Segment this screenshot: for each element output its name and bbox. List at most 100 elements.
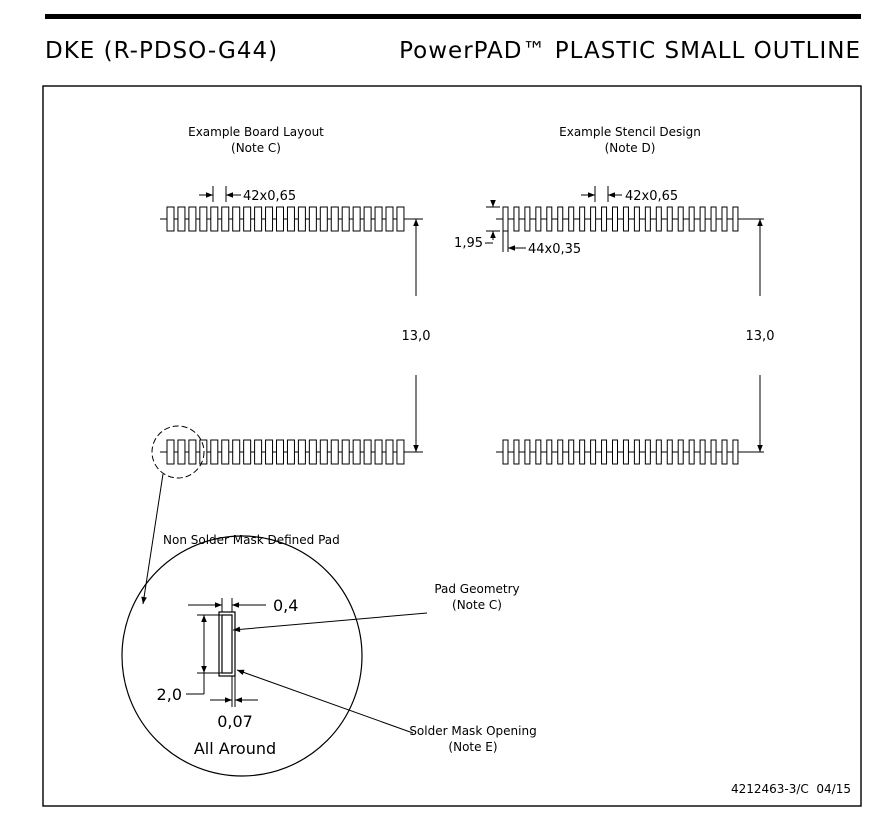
stencil-aperture bbox=[557, 439, 564, 465]
detail-height-label: 2,0 bbox=[157, 685, 182, 704]
detail-clearance-note: All Around bbox=[194, 739, 276, 758]
drawing-number: 4212463-3/C 04/15 bbox=[731, 782, 851, 796]
pad-geometry bbox=[221, 614, 233, 674]
board-pad bbox=[188, 206, 197, 232]
stencil-aperture bbox=[655, 206, 662, 232]
stencil-aperture bbox=[612, 206, 618, 232]
stencil-aperture bbox=[502, 439, 509, 465]
board-pad bbox=[319, 439, 328, 465]
board-pad bbox=[166, 206, 175, 232]
pad-geometry-label: Pad Geometry bbox=[434, 582, 519, 596]
stencil-aperture bbox=[721, 206, 728, 232]
package-title: PowerPAD™ PLASTIC SMALL OUTLINE bbox=[399, 38, 861, 64]
board-pad bbox=[319, 206, 328, 232]
stencil-aperture bbox=[601, 439, 608, 465]
board-pad bbox=[374, 439, 383, 465]
board-pad bbox=[385, 206, 394, 232]
board-pad bbox=[396, 439, 405, 465]
stencil-aperture bbox=[644, 439, 651, 465]
board-pad bbox=[330, 206, 339, 232]
detail-clearance-label: 0,07 bbox=[217, 712, 253, 731]
stencil-aperture bbox=[612, 439, 618, 465]
board-pad bbox=[276, 439, 284, 465]
stencil-aperture bbox=[677, 439, 684, 465]
stencil-pitch-label: 42x0,65 bbox=[625, 189, 678, 204]
stencil-aperture bbox=[579, 206, 586, 232]
board-pad bbox=[243, 439, 252, 465]
stencil-height-label: 1,95 bbox=[454, 236, 483, 251]
board-pad bbox=[265, 206, 274, 232]
board-layout-note: (Note C) bbox=[231, 141, 281, 155]
board-layout-title: Example Board Layout bbox=[188, 125, 324, 139]
mask-opening-label: Solder Mask Opening bbox=[409, 724, 536, 738]
board-pad bbox=[363, 206, 372, 232]
board-pad bbox=[232, 439, 241, 465]
stencil-aperture bbox=[633, 439, 640, 465]
stencil-aperture bbox=[732, 206, 739, 232]
stencil-design-note: (Note D) bbox=[605, 141, 656, 155]
board-pad bbox=[308, 206, 317, 232]
stencil-aperture bbox=[524, 439, 531, 465]
board-pad bbox=[374, 206, 383, 232]
detail-title: Non Solder Mask Defined Pad bbox=[163, 533, 340, 547]
board-pad bbox=[188, 439, 197, 465]
board-pad bbox=[286, 439, 295, 465]
stencil-design-title: Example Stencil Design bbox=[559, 125, 701, 139]
stencil-aperture bbox=[732, 439, 739, 465]
board-pad bbox=[221, 206, 230, 232]
stencil-aperture bbox=[590, 206, 597, 232]
board-pad bbox=[286, 206, 295, 232]
package-code: DKE (R-PDSO-G44) bbox=[45, 38, 279, 64]
board-span-label: 13,0 bbox=[402, 329, 431, 344]
stencil-aperture bbox=[688, 439, 695, 465]
board-pad bbox=[265, 439, 274, 465]
board-pad bbox=[297, 439, 306, 465]
board-pad bbox=[254, 439, 263, 465]
stencil-aperture bbox=[579, 439, 586, 465]
stencil-aperture bbox=[590, 439, 597, 465]
board-pad bbox=[276, 206, 284, 232]
board-pad bbox=[385, 439, 394, 465]
stencil-aperture bbox=[688, 206, 695, 232]
stencil-aperture bbox=[633, 206, 640, 232]
board-pad bbox=[341, 439, 350, 465]
board-pad bbox=[210, 439, 219, 465]
detail-circle bbox=[121, 535, 363, 777]
stencil-aperture bbox=[655, 439, 662, 465]
board-pad bbox=[243, 206, 252, 232]
board-pad bbox=[330, 439, 339, 465]
board-pad bbox=[352, 439, 361, 465]
stencil-aperture bbox=[535, 206, 542, 232]
stencil-width-label: 44x0,35 bbox=[528, 242, 581, 257]
stencil-aperture bbox=[546, 439, 553, 465]
stencil-aperture bbox=[666, 439, 673, 465]
stencil-aperture bbox=[546, 206, 553, 232]
stencil-aperture bbox=[513, 439, 520, 465]
stencil-bottom-pad-row bbox=[496, 439, 764, 465]
board-pad bbox=[352, 206, 361, 232]
board-pad bbox=[199, 206, 208, 232]
board-pad bbox=[177, 439, 186, 465]
stencil-aperture bbox=[568, 439, 575, 465]
drawing-frame bbox=[42, 85, 862, 807]
stencil-aperture bbox=[666, 206, 673, 232]
stencil-aperture bbox=[644, 206, 651, 232]
stencil-aperture bbox=[601, 206, 608, 232]
stencil-aperture bbox=[677, 206, 684, 232]
stencil-aperture bbox=[622, 206, 629, 232]
stencil-aperture bbox=[568, 206, 575, 232]
detail-callout-circle bbox=[151, 425, 205, 479]
board-pad bbox=[254, 206, 263, 232]
stencil-top-pad-row bbox=[496, 206, 764, 232]
board-pad bbox=[221, 439, 230, 465]
stencil-span-label: 13,0 bbox=[746, 329, 775, 344]
solder-mask-opening bbox=[218, 611, 236, 677]
board-top-pad-row bbox=[160, 206, 423, 232]
board-pad bbox=[308, 439, 317, 465]
stencil-aperture bbox=[557, 206, 564, 232]
stencil-aperture bbox=[699, 206, 706, 232]
board-pad bbox=[177, 206, 186, 232]
pad-geometry-note: (Note C) bbox=[452, 598, 502, 612]
mask-opening-note: (Note E) bbox=[448, 740, 497, 754]
